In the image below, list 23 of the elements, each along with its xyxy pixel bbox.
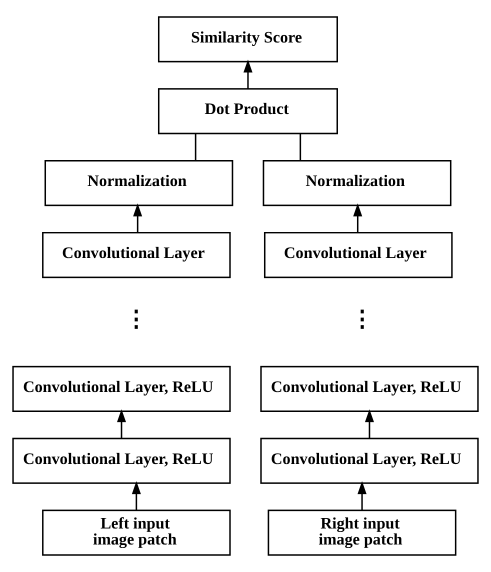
node-box: Convolutional Layer xyxy=(42,232,231,278)
label: ⋮ xyxy=(125,306,148,332)
arrow xyxy=(364,409,374,438)
arrow xyxy=(243,60,252,89)
arrow xyxy=(132,481,141,510)
arrow xyxy=(353,203,362,233)
node-box: Convolutional Layer, ReLU xyxy=(260,366,479,412)
arrow xyxy=(133,203,142,233)
node-box: Normalization xyxy=(44,160,234,206)
node-box: Left input image patch xyxy=(42,510,231,556)
node-box: Right input image patch xyxy=(268,510,456,556)
arrow xyxy=(117,409,126,438)
node-box: Similarity Score xyxy=(158,16,338,62)
label: ⋮ xyxy=(350,306,373,332)
node-box: Normalization xyxy=(262,160,452,206)
node-box: Dot Product xyxy=(158,88,338,134)
node-box: Convolutional Layer, ReLU xyxy=(12,438,231,484)
arrow xyxy=(358,481,367,510)
connector xyxy=(194,134,196,161)
node-box: Convolutional Layer xyxy=(264,232,453,278)
node-box: Convolutional Layer, ReLU xyxy=(12,366,231,412)
connector xyxy=(300,134,302,161)
node-box: Convolutional Layer, ReLU xyxy=(260,438,479,484)
